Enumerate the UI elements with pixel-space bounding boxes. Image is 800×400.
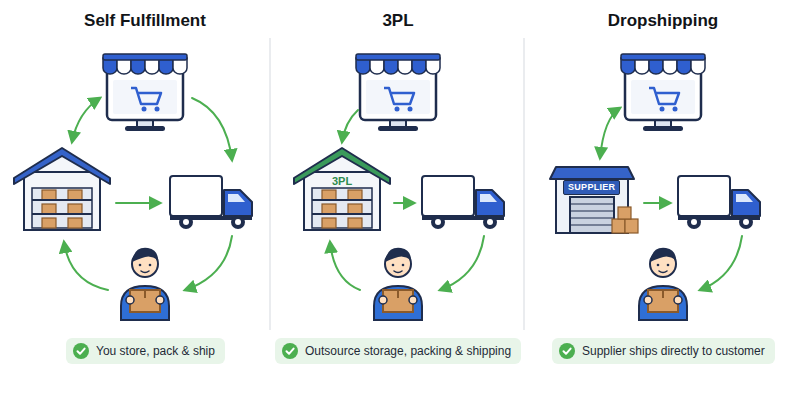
node-label: Outsource storage, packing & shipping [305, 343, 511, 359]
store-icon [356, 54, 440, 131]
warehouse-label: 3PL [328, 174, 356, 189]
truck-icon [170, 176, 252, 229]
panel: Self FulfillmentYou store, pack & ship [20, 0, 270, 400]
truck-icon [678, 176, 760, 229]
flow-arrow [342, 110, 358, 142]
panel-title: Dropshipping [526, 11, 800, 31]
panel: 3PL 3PL Outsource storage, packing & shipp… [272, 0, 524, 400]
caption-pill: You store, pack & ship [66, 338, 225, 364]
check-icon [559, 343, 575, 359]
node-label: Supplier ships directly to customer [582, 343, 765, 359]
node-label: 3PL [332, 175, 352, 188]
truck-icon [422, 176, 504, 229]
flow-arrow [440, 236, 484, 290]
warehouse-icon [14, 148, 110, 230]
check-icon [73, 343, 89, 359]
node-label: SUPPLIER [568, 182, 615, 193]
caption-pill: Supplier ships directly to customer [552, 338, 775, 364]
node-label: You store, pack & ship [96, 343, 215, 359]
check-icon [282, 343, 298, 359]
panel-divider [523, 38, 525, 330]
caption-pill: Outsource storage, packing & shipping [275, 338, 521, 364]
flow-arrow [394, 202, 414, 204]
supplier-sign: SUPPLIER [563, 180, 620, 195]
customer-icon [121, 248, 169, 320]
flow-arrow [185, 236, 232, 290]
flow-arrow [64, 242, 108, 290]
customer-icon [639, 248, 687, 320]
flow-arrow [192, 98, 232, 160]
flow-arrow [600, 108, 620, 158]
flow-arrow [72, 98, 100, 142]
flow-arrow [700, 236, 742, 290]
supplier-building [550, 167, 638, 233]
panel: DropshippingSUPPLIER Supplier ships direc… [526, 0, 800, 400]
panel-title: Self Fulfillment [20, 11, 270, 31]
flow-arrow [644, 202, 670, 204]
flow-arrow [330, 242, 360, 290]
panel-divider [269, 38, 271, 330]
panel-title: 3PL [272, 11, 524, 31]
warehouse-icon [294, 148, 390, 230]
store-icon [621, 54, 705, 131]
flow-arrow [116, 202, 160, 204]
customer-icon [374, 248, 422, 320]
store-icon [103, 54, 187, 131]
